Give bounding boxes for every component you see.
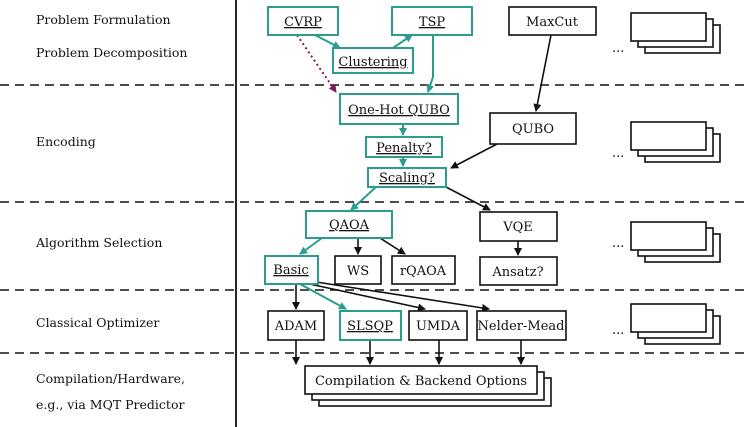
arrow-tsp-onehot (426, 35, 435, 93)
node-maxcut (508, 6, 597, 36)
node-adam (267, 310, 325, 341)
arrow-scaling-vqe (445, 186, 491, 211)
node-basic-label: Basic (273, 263, 308, 278)
node-onehot-qubo-label: One-Hot QUBO (348, 103, 450, 118)
placeholder-stack-formulation (630, 12, 721, 54)
node-nelder-mead-label: Nelder-Mead (478, 319, 565, 334)
node-vqe (479, 211, 558, 242)
node-cvrp-label: CVRP (284, 15, 322, 30)
node-tsp-label: TSP (419, 15, 446, 30)
arrow-basic-umda (304, 282, 426, 312)
node-cvrp (267, 6, 339, 36)
node-vqe-label: VQE (502, 220, 533, 235)
arrow-basic-nelder (309, 280, 490, 312)
node-compilation (304, 365, 538, 395)
layer-label-encoding: Encoding (36, 134, 96, 149)
node-qaoa-label: QAOA (329, 218, 370, 233)
arrow-cvrp-onehot-dotted (296, 34, 337, 93)
node-qubo (489, 112, 577, 145)
node-tsp (391, 6, 473, 36)
layer-label-problem-formulation: Problem Formulation (36, 12, 171, 27)
layer-label-mqt-predictor: e.g., via MQT Predictor (36, 397, 184, 412)
compilation-stack: Compilation & Backend Options (304, 365, 552, 407)
node-rqaoa-label: rQAOA (400, 264, 447, 279)
node-onehot-qubo (339, 93, 459, 125)
node-slsqp-label: SLSQP (347, 319, 393, 334)
placeholder-card (630, 12, 707, 42)
node-clustering (332, 47, 414, 74)
node-ws (334, 255, 382, 285)
placeholder-stack-encoding (630, 121, 721, 163)
node-ansatz-label: Ansatz? (491, 265, 543, 280)
placeholder-stack-optimizer (630, 303, 721, 345)
node-clustering-label: Clustering (338, 55, 407, 70)
ellipsis-algorithm: ... (612, 236, 624, 251)
arrow-clustering-tsp (392, 34, 413, 49)
ellipsis-encoding: ... (612, 146, 624, 161)
placeholder-card (630, 221, 707, 251)
node-compilation-label: Compilation & Backend Options (315, 374, 527, 389)
layer-label-compilation: Compilation/Hardware, (36, 371, 185, 386)
layer-label-algorithm-selection: Algorithm Selection (35, 235, 162, 250)
placeholder-card (630, 121, 707, 151)
node-scaling (367, 167, 447, 188)
node-qubo-label: QUBO (512, 122, 554, 137)
node-penalty (365, 136, 443, 158)
arrow-scaling-qaoa (350, 186, 377, 211)
arrow-qaoa-basic (299, 237, 323, 255)
arrow-maxcut-qubo (533, 34, 552, 112)
node-adam-label: ADAM (274, 319, 318, 334)
node-penalty-label: Penalty? (376, 141, 432, 156)
arrow-qubo-scaling (450, 143, 498, 169)
node-maxcut-label: MaxCut (526, 15, 579, 30)
node-basic (264, 255, 319, 285)
node-umda-label: UMDA (416, 319, 461, 334)
node-nelder-mead (476, 310, 567, 341)
node-ws-label: WS (347, 264, 369, 279)
arrow-cvrp-clustering (314, 34, 341, 49)
arrow-qaoa-rqaoa (379, 237, 406, 255)
placeholder-card (630, 303, 707, 333)
node-umda (408, 310, 468, 341)
layer-label-problem-decomposition: Problem Decomposition (36, 45, 187, 60)
ellipsis-formulation: ... (612, 41, 624, 56)
node-rqaoa (391, 255, 456, 285)
node-qaoa (305, 210, 393, 239)
node-slsqp (339, 310, 402, 341)
arrow-basic-slsqp (299, 283, 347, 310)
node-ansatz (479, 256, 558, 286)
node-scaling-label: Scaling? (379, 171, 435, 186)
layer-label-classical-optimizer: Classical Optimizer (36, 315, 159, 330)
ellipsis-optimizer: ... (612, 323, 624, 338)
placeholder-stack-algorithm (630, 221, 721, 263)
